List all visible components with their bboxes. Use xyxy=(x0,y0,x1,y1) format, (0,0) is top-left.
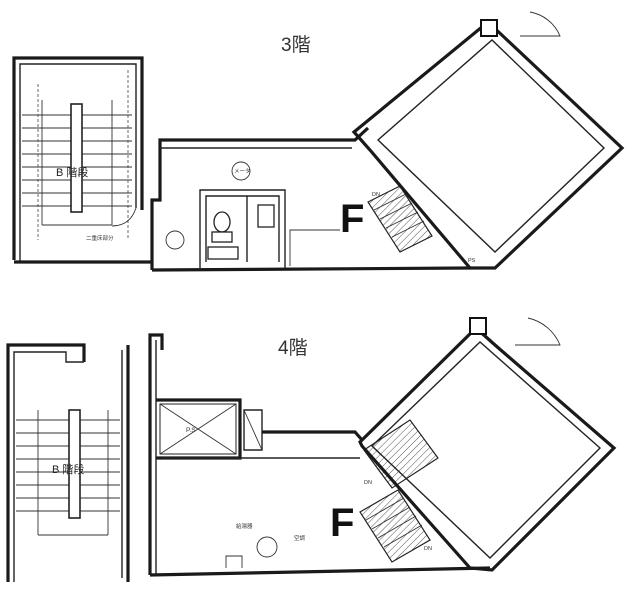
floor-3-pipe-tag: PS xyxy=(468,258,476,264)
floor-4-equip-note: 空調 xyxy=(294,534,306,542)
floor-4-diagonal-stair: DN DN xyxy=(359,419,439,563)
floor-3-label: 3階 xyxy=(281,34,311,56)
floor-3-room-mark: F xyxy=(340,197,364,241)
floor-3-stair-tag: DN xyxy=(372,192,380,198)
floor-3-pipe-note: 二重床部分 xyxy=(86,234,114,242)
floor-4-room-mark: F xyxy=(330,501,354,545)
floor-4-pipe-tag: DN xyxy=(424,546,432,552)
floor-4-stair-tag: DN xyxy=(364,480,372,486)
floor-3-diamond-room: PS xyxy=(351,11,625,270)
floor-3-meter-note: メータ xyxy=(234,167,251,175)
floor-4-hot-water-note: 給湯器 xyxy=(236,522,253,530)
floor-4-diamond-room xyxy=(358,317,617,572)
floor-4-label: 4階 xyxy=(278,337,308,359)
floor-4-stair-core: B 階段 xyxy=(6,343,130,582)
floor-3-stair-core: B 階段 二重床部分 xyxy=(12,56,152,264)
floor-3-central-room: メータ F xyxy=(150,126,471,272)
floor-3-plan: 3階 B 階段 二重床部分 xyxy=(12,11,625,272)
floor-4-central-room: P.S 給湯器 空調 F xyxy=(148,333,491,577)
floor-3-stair-label: B 階段 xyxy=(56,165,88,179)
floor-3-diagonal-stair: DN xyxy=(367,185,433,253)
floor-4-plan: 4階 B 階段 xyxy=(6,317,617,582)
floor-4-ps-label: P.S xyxy=(186,427,196,434)
floor-4-stair-label: B 階段 xyxy=(52,462,84,476)
